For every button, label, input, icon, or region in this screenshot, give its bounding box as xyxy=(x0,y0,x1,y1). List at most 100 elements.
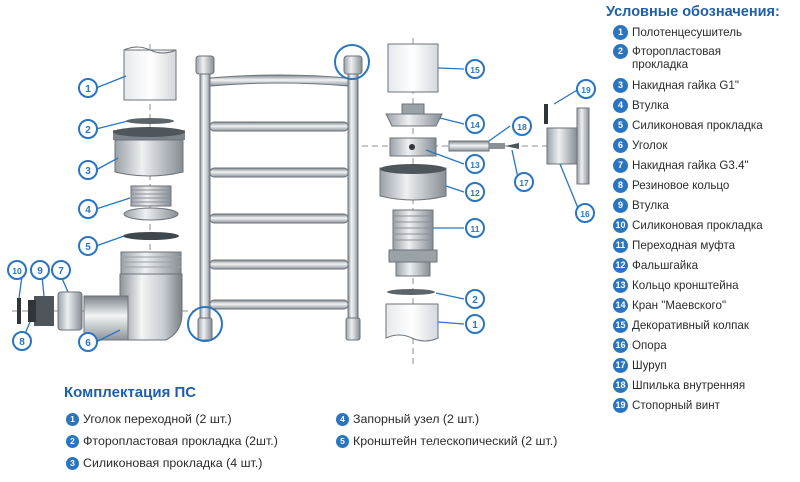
legend-item-label: Стопорный винт xyxy=(632,399,720,412)
number-badge: 10 xyxy=(613,218,628,233)
legend-item-label: Силиконовая прокладка xyxy=(632,119,763,132)
number-badge: 12 xyxy=(613,258,628,273)
number-badge: 2 xyxy=(613,44,628,59)
part-4-sleeve xyxy=(123,185,179,221)
callout-marker: 10 xyxy=(7,260,27,280)
number-badge: 5 xyxy=(613,118,628,133)
callout-label: 7 xyxy=(58,266,64,277)
part-6-angle-fitting xyxy=(83,251,183,341)
legend-item: 16 Опора xyxy=(613,338,667,353)
legend-item-label: Фальшгайка xyxy=(632,259,699,272)
part-16-support xyxy=(544,104,590,185)
callout-marker: 11 xyxy=(465,218,485,238)
callout-label: 11 xyxy=(471,224,480,234)
number-badge: 2 xyxy=(66,434,79,448)
number-badge: 13 xyxy=(613,278,628,293)
part-14-mayevsky-valve xyxy=(385,103,443,157)
legend-item: 9 Втулка xyxy=(613,198,669,213)
kit-item: 2 Фторопластовая прокладка (2шт.) xyxy=(66,434,278,448)
legend-item: 5 Силиконовая прокладка xyxy=(613,118,763,133)
callout-marker: 12 xyxy=(465,182,485,202)
legend-item-label: Накидная гайка G1" xyxy=(632,79,739,92)
number-badge: 17 xyxy=(613,358,628,373)
legend-item-label: Опора xyxy=(632,339,667,352)
legend-item-label: Декоративный колпак xyxy=(632,319,749,332)
number-badge: 9 xyxy=(613,198,628,213)
callout-marker: 4 xyxy=(78,199,98,219)
callout-label: 2 xyxy=(472,295,478,306)
number-badge: 4 xyxy=(336,412,349,426)
legend-item-label: Кольцо кронштейна xyxy=(632,279,739,292)
kit-item: 5 Кронштейн телескопический (2 шт.) xyxy=(336,434,557,448)
callout-marker: 6 xyxy=(78,332,98,352)
number-badge: 8 xyxy=(613,178,628,193)
part-1-top-pipe-section xyxy=(123,46,177,101)
callout-label: 4 xyxy=(85,205,91,216)
part-11-adapter-coupling xyxy=(388,209,438,277)
part-2-ptfe-gasket xyxy=(126,118,174,124)
callout-label: 16 xyxy=(580,209,590,219)
kit-item-label: Запорный узел (2 шт.) xyxy=(353,412,480,426)
callout-label: 8 xyxy=(19,337,25,348)
legend-item: 3 Накидная гайка G1" xyxy=(613,78,739,93)
legend-item: 10 Силиконовая прокладка xyxy=(613,218,763,233)
callout-label: 3 xyxy=(85,166,91,177)
part-3-union-nut xyxy=(113,127,185,177)
legend-item-label: Накидная гайка G3.4" xyxy=(632,159,749,172)
callout-marker: 18 xyxy=(512,116,532,136)
callout-leaders xyxy=(18,67,581,343)
legend-item-label: Уголок xyxy=(632,139,668,152)
callout-markers: 1 2 3 4 5 6 7 8 9 10 11 12 13 14 15 16 1… xyxy=(7,59,596,352)
legend-item-label: Силиконовая прокладка xyxy=(632,219,763,232)
legend-item-label: Резиновое кольцо xyxy=(632,179,730,192)
legend-item: 15 Декоративный колпак xyxy=(613,318,749,333)
legend-item-label: Шуруп xyxy=(632,359,667,372)
callout-label: 2 xyxy=(85,125,91,136)
kit-item: 4 Запорный узел (2 шт.) xyxy=(336,412,479,426)
part-1-bottom-pipe-section xyxy=(385,303,439,342)
number-badge: 5 xyxy=(336,434,349,448)
kit-item-label: Силиконовая прокладка (4 шт.) xyxy=(83,456,263,470)
legend-item-label: Втулка xyxy=(632,199,669,212)
callout-label: 14 xyxy=(470,120,480,130)
legend-item-label: Переходная муфта xyxy=(632,239,736,252)
callout-label: 9 xyxy=(37,266,43,277)
callout-label: 6 xyxy=(85,338,91,349)
number-badge: 19 xyxy=(613,398,628,413)
callout-marker: 16 xyxy=(575,203,595,223)
callout-marker: 2 xyxy=(78,119,98,139)
number-badge: 11 xyxy=(613,238,628,253)
callout-label: 5 xyxy=(85,242,91,253)
part-7-union-nut-g34 xyxy=(57,291,83,331)
callout-label: 1 xyxy=(85,84,91,95)
callout-marker: 19 xyxy=(576,79,596,99)
part-1-towel-warmer xyxy=(187,44,370,342)
kit-item-label: Кронштейн телескопический (2 шт.) xyxy=(353,434,558,448)
callout-marker: 8 xyxy=(12,331,32,351)
callout-marker: 2 xyxy=(465,289,485,309)
part-13-18-bracket-pin xyxy=(448,140,519,152)
number-badge: 4 xyxy=(613,98,628,113)
legend-item: 17 Шуруп xyxy=(613,358,667,373)
callout-marker: 17 xyxy=(514,172,534,192)
callout-marker: 3 xyxy=(78,160,98,180)
number-badge: 16 xyxy=(613,338,628,353)
number-badge: 18 xyxy=(613,378,628,393)
number-badge: 3 xyxy=(613,78,628,93)
kit-item: 1 Уголок переходной (2 шт.) xyxy=(66,412,232,426)
callout-label: 10 xyxy=(12,266,22,276)
callout-label: 17 xyxy=(519,178,529,188)
number-badge: 15 xyxy=(613,318,628,333)
number-badge: 1 xyxy=(66,412,79,426)
kit-item-label: Фторопластовая прокладка (2шт.) xyxy=(83,434,278,448)
kit-item-label: Уголок переходной (2 шт.) xyxy=(83,412,232,426)
part-2-ptfe-gasket-right xyxy=(387,289,435,295)
part-8-9-rubber-ring-sleeve xyxy=(28,296,54,326)
callout-marker: 14 xyxy=(465,114,485,134)
